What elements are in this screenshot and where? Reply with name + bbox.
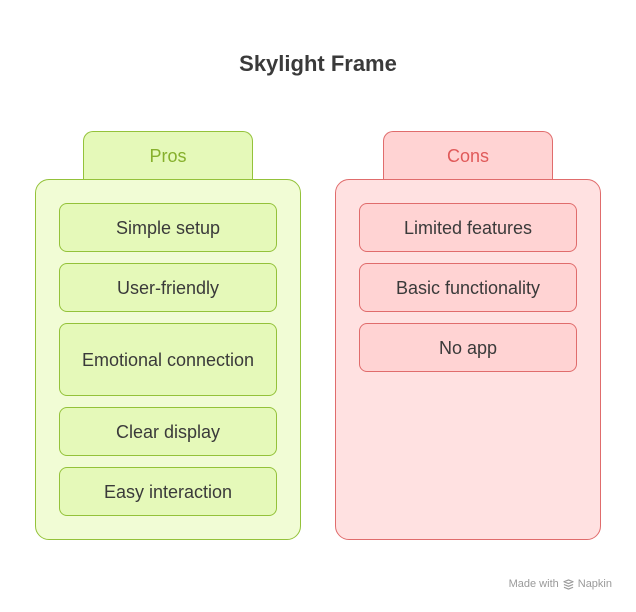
footer-brand: Napkin <box>577 578 612 590</box>
pros-item: Clear display <box>59 407 277 456</box>
pros-item: Emotional connection <box>59 323 277 396</box>
pros-item: Simple setup <box>59 203 277 252</box>
cons-item: No app <box>359 323 577 372</box>
footer-made-with: Made with <box>508 578 559 590</box>
napkin-logo-icon <box>563 578 574 590</box>
diagram-title: Skylight Frame <box>239 51 397 76</box>
pros-item: Easy interaction <box>59 467 277 516</box>
made-with-napkin-footer: Made with Napkin <box>509 578 612 590</box>
pros-item: User-friendly <box>59 263 277 312</box>
cons-item: Limited features <box>359 203 577 252</box>
cons-header: Cons <box>383 131 553 181</box>
pros-header: Pros <box>83 131 253 181</box>
cons-item: Basic functionality <box>359 263 577 312</box>
